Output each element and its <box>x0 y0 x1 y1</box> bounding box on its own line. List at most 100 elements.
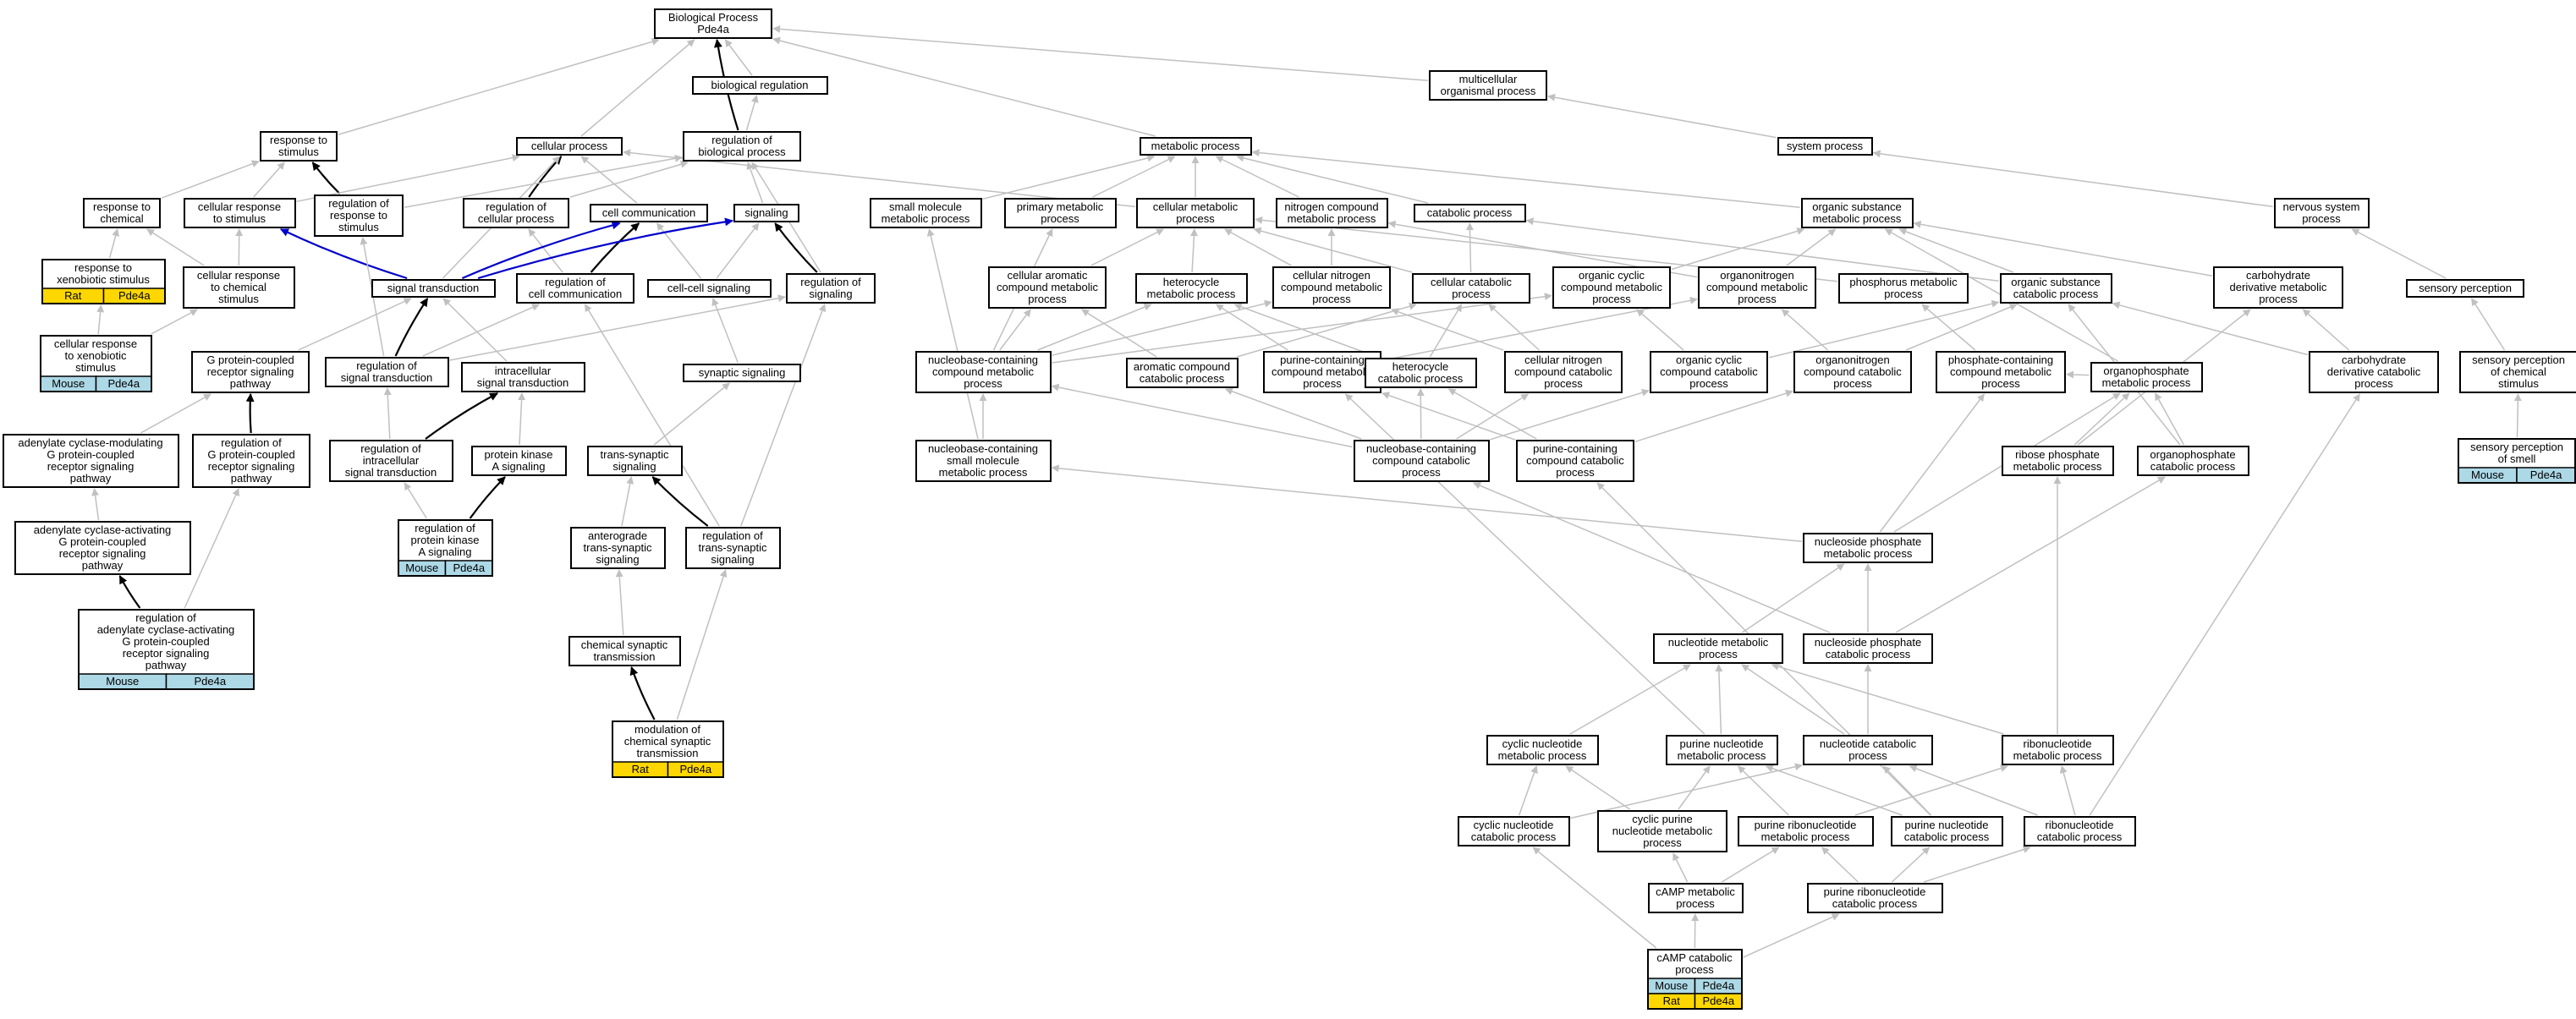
gene-badge-label: Pde4a <box>107 377 140 390</box>
go-term-label: metabolic process <box>882 212 970 225</box>
go-term-node[interactable]: synaptic signaling <box>683 364 801 382</box>
go-term-node[interactable]: biological regulation <box>692 76 828 95</box>
go-term-box <box>1276 198 1388 228</box>
is-a-edge <box>1251 149 1800 208</box>
go-term-label: A signaling <box>492 460 546 473</box>
go-term-label: nucleobase-containing <box>928 442 1038 455</box>
go-term-label: process <box>1699 648 1738 660</box>
go-term-label: cellular response <box>198 200 281 213</box>
edges-layer <box>91 25 2522 958</box>
go-term-node[interactable]: catabolic process <box>1414 204 1526 222</box>
go-term-node[interactable]: cellular process <box>516 137 623 156</box>
go-term-node[interactable]: signaling <box>733 204 799 222</box>
go-term-node[interactable]: sensory perception <box>2406 279 2524 298</box>
is-a-edge <box>1771 663 2004 735</box>
go-term-node[interactable]: signal transduction <box>371 279 496 298</box>
go-term-box <box>915 351 1052 393</box>
go-term-node[interactable]: system process <box>1777 137 1873 156</box>
go-term-box <box>1458 816 1570 846</box>
go-term-node[interactable]: cell communication <box>590 204 708 222</box>
go-term-box <box>2309 351 2439 393</box>
go-term-node[interactable]: metabolic process <box>1140 137 1252 156</box>
go-term-node[interactable]: cell-cell signaling <box>647 279 772 298</box>
go-term-box <box>685 527 781 569</box>
